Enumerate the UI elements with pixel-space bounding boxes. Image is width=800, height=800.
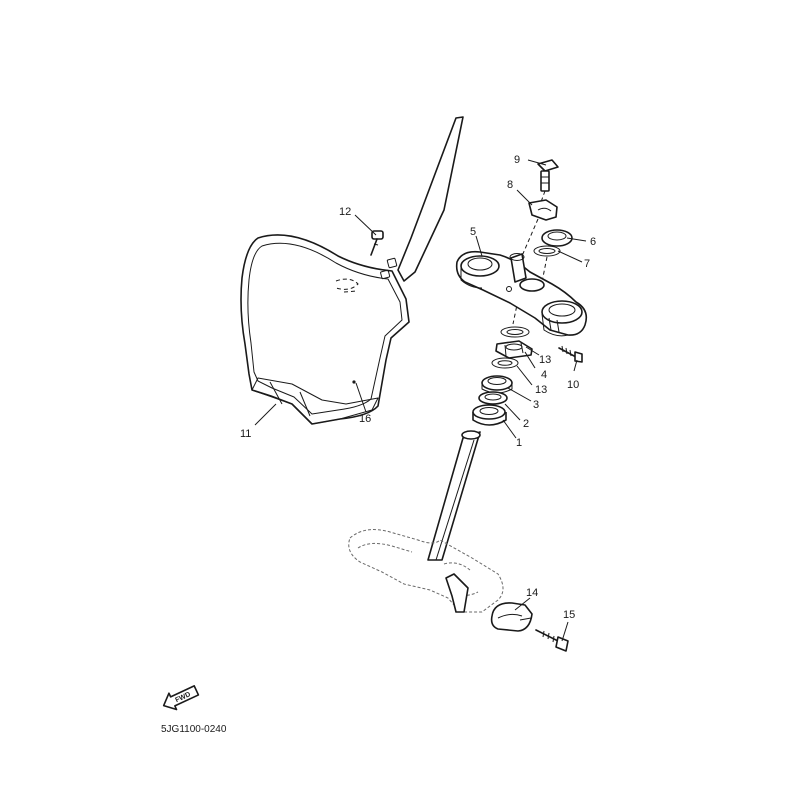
- handlebar-holder-8-icon: [528, 199, 558, 221]
- bolt-10-icon: [558, 345, 583, 363]
- steering-stem-icon: [427, 430, 481, 561]
- fwd-arrow-icon: FWD: [162, 685, 200, 711]
- bolt-9-icon: [537, 159, 559, 192]
- callout-13-lower: 13: [535, 384, 547, 396]
- washer-7-icon: [533, 245, 561, 257]
- callout-15: 15: [563, 609, 575, 621]
- washer-13-upper-icon: [500, 326, 530, 338]
- ring-nut-4-icon: [495, 340, 533, 359]
- callout-8: 8: [507, 179, 513, 191]
- bearing-1-icon: [472, 404, 507, 426]
- callout-2: 2: [523, 418, 529, 430]
- callout-14: 14: [526, 587, 538, 599]
- bearing-cover-3-icon: [481, 375, 513, 394]
- diagram-code: 5JG1100-0240: [161, 724, 227, 735]
- callout-1: 1: [516, 437, 522, 449]
- damper-6-icon: [541, 229, 573, 247]
- callout-12: 12: [339, 206, 351, 218]
- callout-3: 3: [533, 399, 539, 411]
- upper-bracket-5-icon: [455, 250, 588, 337]
- number-plate-skirt: [251, 377, 379, 425]
- callout-11: 11: [240, 428, 251, 440]
- under-bracket-ghost: [348, 529, 504, 613]
- callout-16: 16: [359, 413, 371, 425]
- callout-4: 4: [541, 369, 547, 381]
- bearing-2-icon: [478, 391, 508, 405]
- bolt-12-icon: [370, 230, 384, 256]
- leader-lines: [254, 159, 587, 642]
- number-plate-outer: [240, 234, 410, 425]
- callout-7: 7: [584, 258, 590, 270]
- callout-5: 5: [470, 226, 476, 238]
- plate-upper-arm: [397, 116, 464, 282]
- bolt-15-icon: [535, 629, 569, 652]
- callout-9: 9: [514, 154, 520, 166]
- washer-13-lower-icon: [491, 357, 519, 369]
- hose-guide-14-icon: [445, 573, 533, 632]
- callout-labels: 9 8 6 7 5 12 13 4 13 3 2 1 10 11 16 14 1…: [240, 154, 596, 621]
- number-plate-inner-rim: [247, 242, 403, 415]
- callout-10: 10: [567, 379, 579, 391]
- callout-13-upper: 13: [539, 354, 551, 366]
- callout-6: 6: [590, 236, 596, 248]
- number-plate-assembly: [240, 116, 464, 425]
